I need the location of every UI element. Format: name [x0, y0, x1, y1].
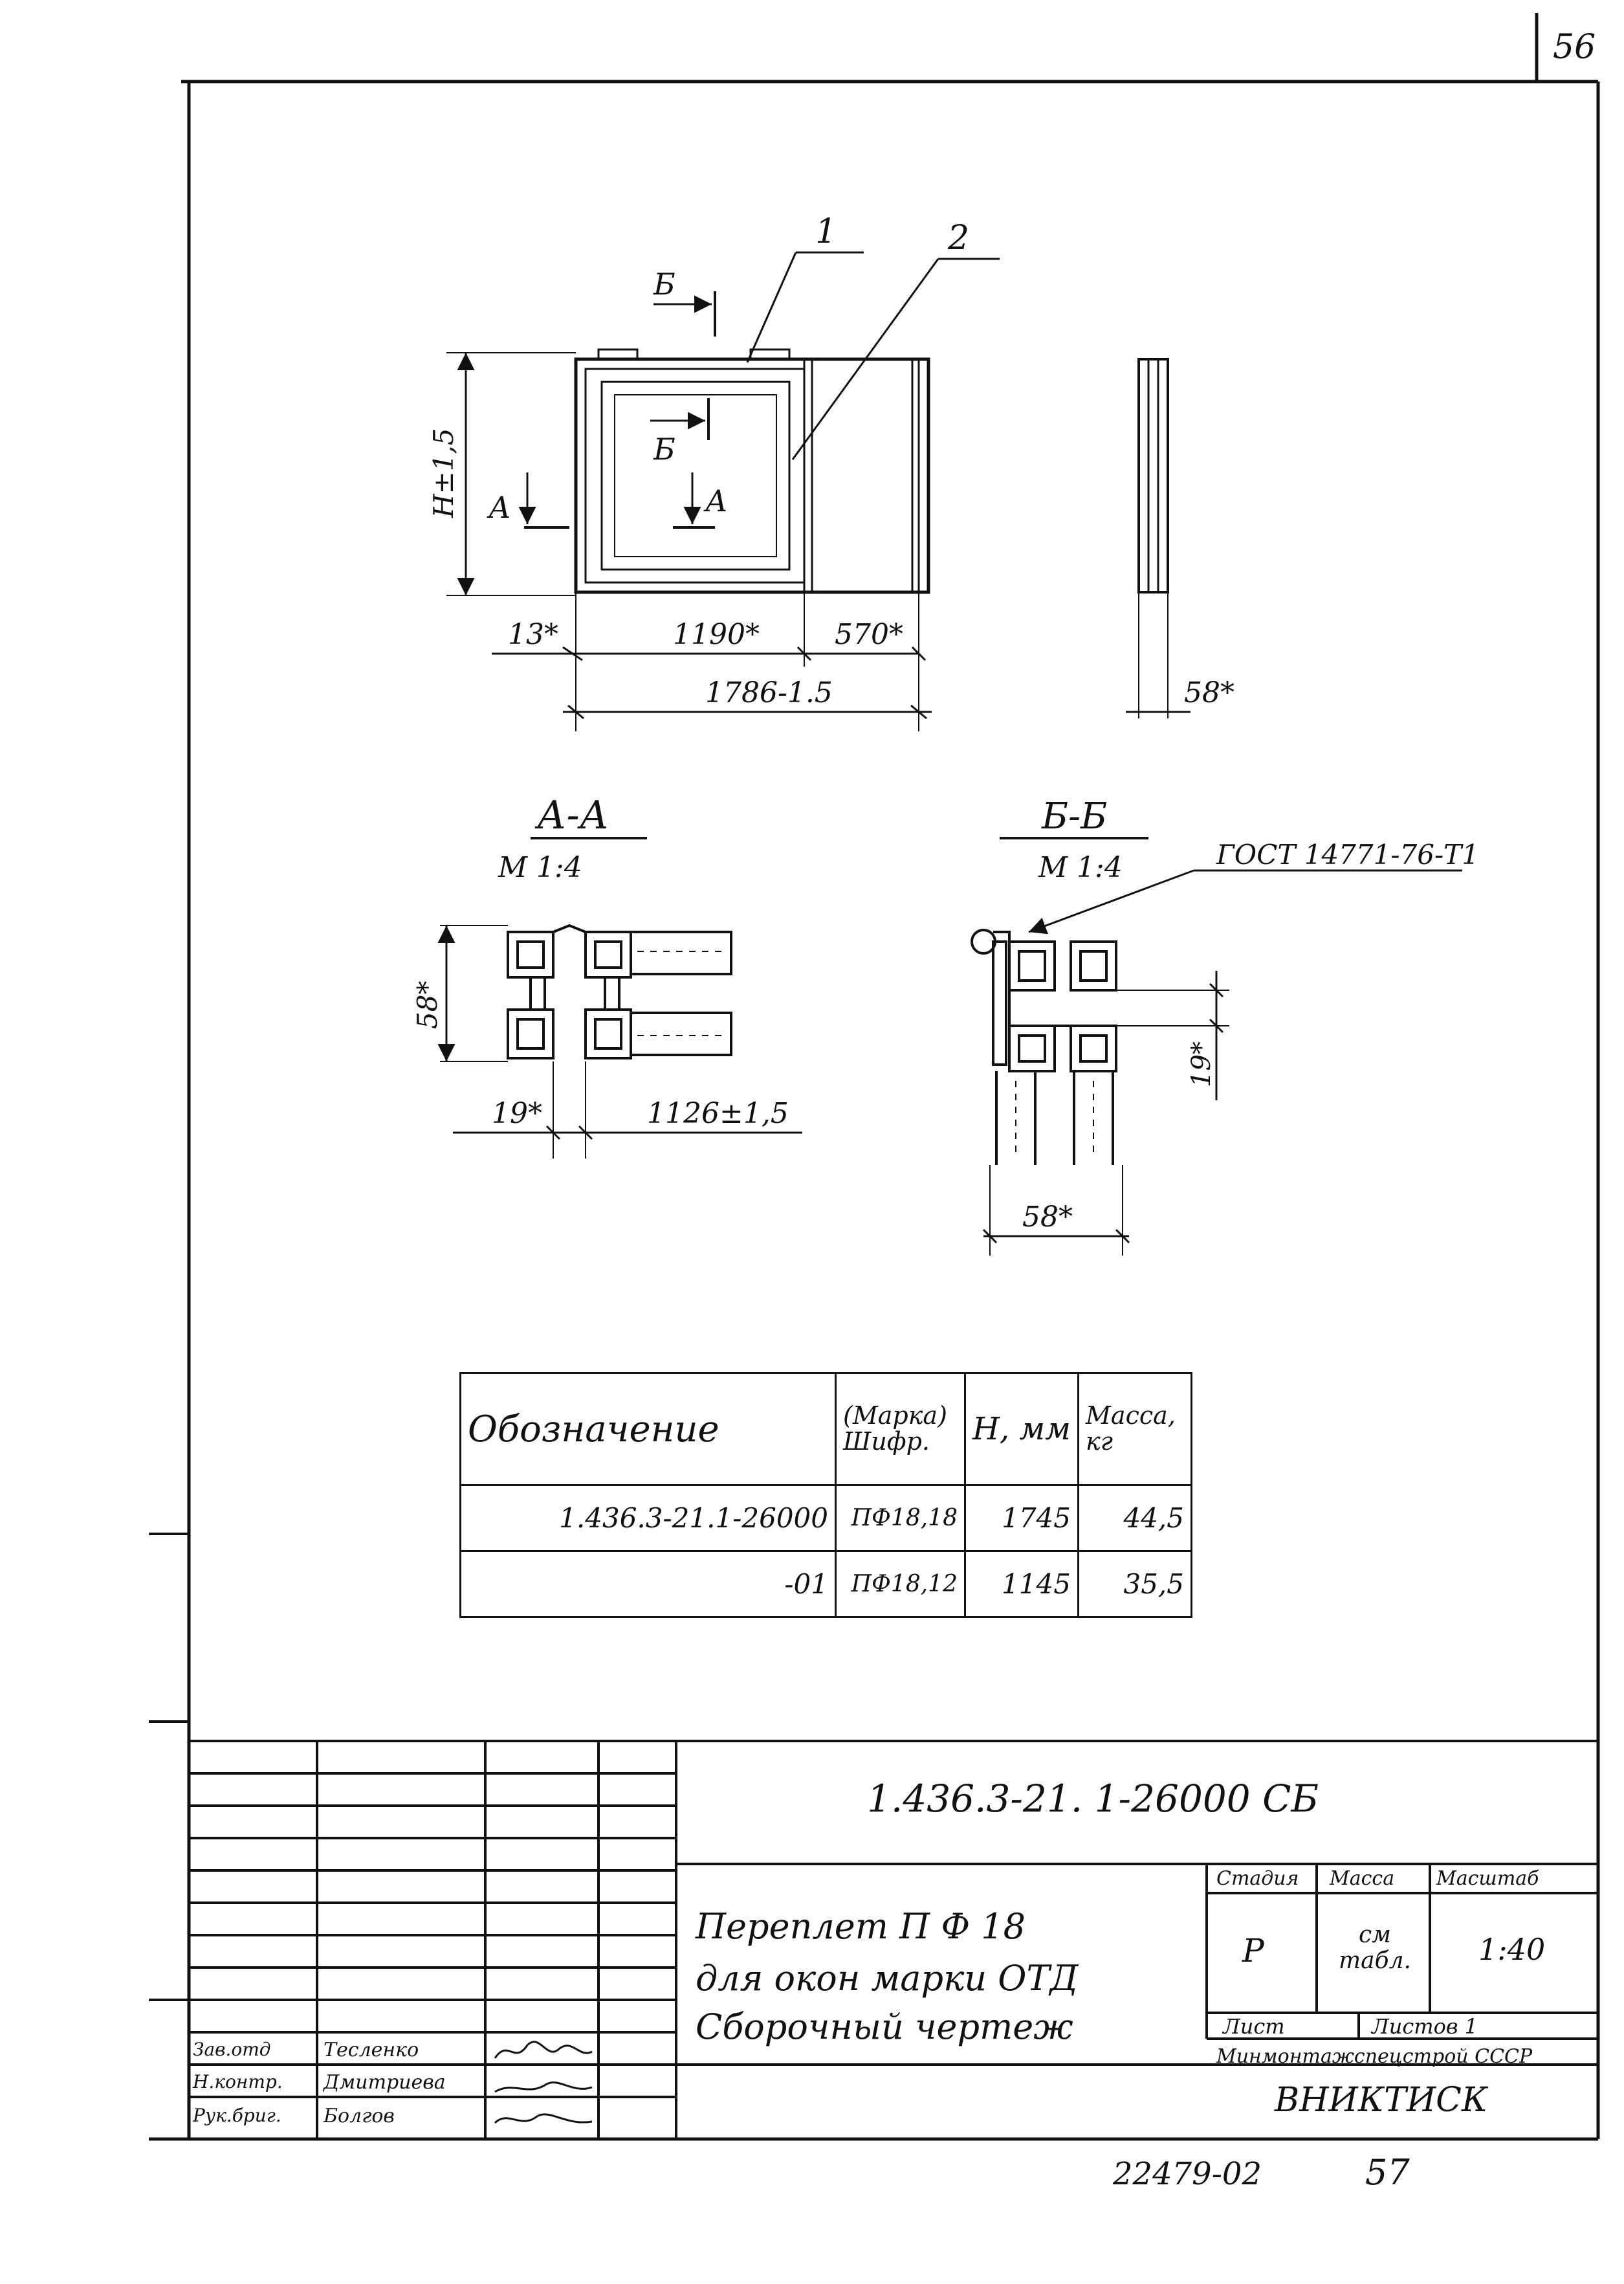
signatures	[494, 2041, 593, 2124]
ministry: Минмонтажспецстрой СССР	[1216, 2045, 1533, 2068]
signer-name-1: Тесленко	[324, 2039, 419, 2061]
signature-2	[494, 2081, 593, 2093]
signature-1	[494, 2041, 593, 2059]
spec-cell-mark: ПФ18,18	[835, 1484, 966, 1552]
title-line-1: Переплет П Ф 18	[696, 1906, 1026, 1947]
spec-cell-designation: 1.436.3-21.1-26000	[459, 1484, 837, 1552]
section-bb-dim-bottom: 58*	[1022, 1201, 1073, 1234]
table-row: 1.436.3-21.1-26000 ПФ18,18 1745 44,5	[459, 1484, 1192, 1552]
bottom-code: 22479-02	[1112, 2156, 1262, 2192]
spec-cell-designation: -01	[459, 1550, 837, 1618]
section-bb-scale: М 1:4	[1038, 851, 1123, 884]
stage-label: Стадия	[1216, 1867, 1299, 1890]
section-aa-scale: М 1:4	[498, 851, 582, 884]
section-aa-title: А-А	[534, 793, 609, 838]
title-line-2: для окон марки ОТД	[696, 1958, 1079, 1999]
section-b-mark-top: Б	[653, 267, 675, 302]
scale-label: Масштаб	[1436, 1867, 1539, 1890]
bottom-page: 57	[1365, 2152, 1410, 2193]
spec-cell-mass: 44,5	[1077, 1484, 1192, 1552]
signer-name-2: Дмитриева	[324, 2071, 446, 2094]
spec-header-mass: Масса, кг	[1077, 1372, 1192, 1486]
section-aa-dim-left: 19*	[492, 1097, 542, 1130]
spec-header-designation: Обозначение	[459, 1372, 837, 1486]
signer-role-2: Н.контр.	[193, 2071, 283, 2092]
spec-cell-mark: ПФ18,12	[835, 1550, 966, 1618]
mass-label: Масса	[1330, 1867, 1395, 1890]
dim-total: 1786-1.5	[705, 676, 833, 709]
spec-header-row: Обозначение (Марка) Шифр. Н, мм Масса, к…	[459, 1372, 1192, 1486]
height-dimension: H±1,5	[428, 428, 459, 518]
signer-role-3: Рук.бриг.	[193, 2105, 281, 2126]
title-line-3: Сборочный чертеж	[696, 2006, 1073, 2047]
stage-value: Р	[1242, 1932, 1264, 1969]
spec-table: Обозначение (Марка) Шифр. Н, мм Масса, к…	[459, 1372, 1192, 1618]
section-a-mark-inner: А	[703, 483, 728, 518]
section-bb-dim-side: 19*	[1187, 1041, 1216, 1087]
side-view	[1126, 358, 1191, 718]
spec-header-mark: (Марка) Шифр.	[835, 1372, 966, 1486]
signature-3	[494, 2113, 593, 2124]
organization: ВНИКТИСК	[1275, 2081, 1488, 2120]
signer-role-1: Зав.отд	[193, 2039, 271, 2060]
scale-value: 1:40	[1478, 1932, 1546, 1967]
spec-cell-height: 1745	[964, 1484, 1079, 1552]
sheets-label: Листов 1	[1372, 2014, 1478, 2039]
signer-name-3: Болгов	[324, 2105, 395, 2127]
spec-header-height: Н, мм	[964, 1372, 1079, 1486]
section-aa-profile	[507, 924, 732, 1059]
sheet-label: Лист	[1223, 2014, 1285, 2039]
section-bb-title: Б-Б	[1041, 795, 1107, 837]
section-aa-dim-right: 1126±1,5	[647, 1097, 789, 1130]
side-dim: 58*	[1184, 676, 1234, 709]
main-view-frame	[574, 348, 930, 594]
title-block-grid	[189, 1740, 1598, 2139]
section-b-mark-inner: Б	[653, 432, 675, 467]
page-number: 56	[1553, 28, 1596, 67]
doc-code: 1.436.3-21. 1-26000 СБ	[867, 1777, 1319, 1821]
gost-label: ГОСТ 14771-76-Т1	[1216, 839, 1479, 870]
dim-left: 13*	[508, 618, 558, 651]
callout-1: 1	[815, 212, 837, 251]
dim-middle: 1190*	[673, 618, 760, 651]
table-row: -01 ПФ18,12 1145 35,5	[459, 1550, 1192, 1618]
callout-2: 2	[947, 219, 969, 258]
section-a-mark-left: А	[487, 490, 511, 525]
spec-cell-mass: 35,5	[1077, 1550, 1192, 1618]
section-aa-height: 58*	[411, 981, 443, 1029]
section-bb-profile	[971, 929, 1117, 1165]
mass-value: см табл.	[1339, 1922, 1411, 1974]
spec-cell-height: 1145	[964, 1550, 1079, 1618]
dim-right: 570*	[835, 618, 903, 651]
